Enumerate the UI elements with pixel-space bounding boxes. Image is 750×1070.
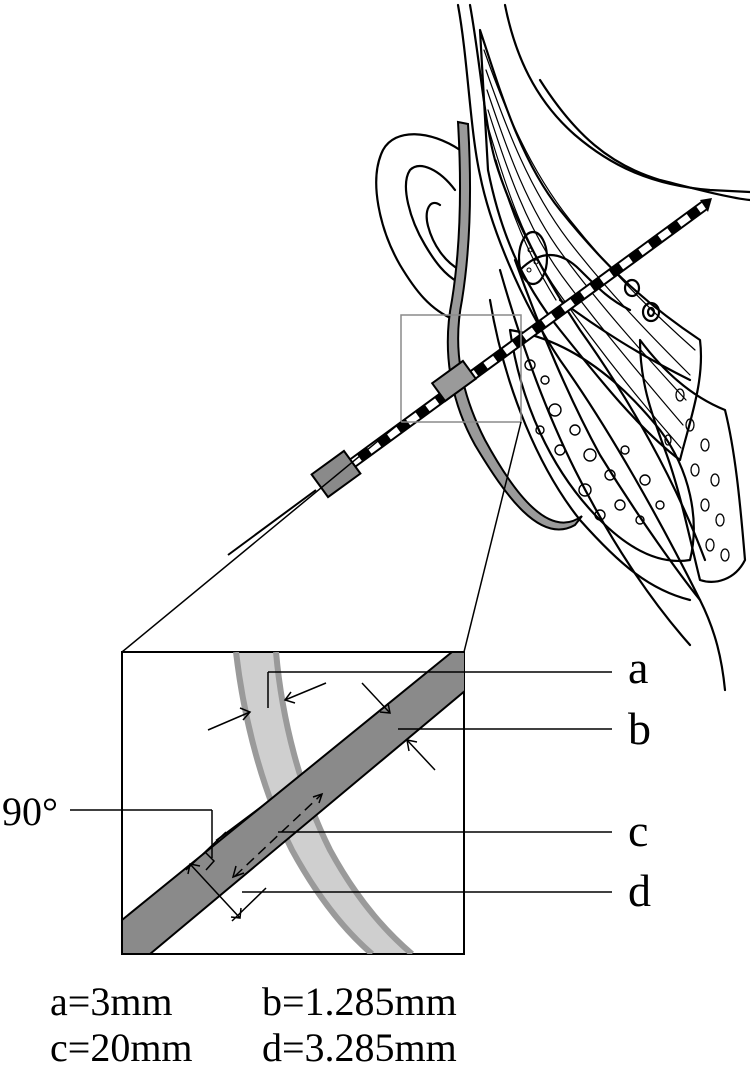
probe-collar — [430, 359, 478, 403]
contour-low — [518, 254, 632, 312]
canal-lower-curve — [488, 298, 692, 602]
label-c: c — [628, 805, 649, 856]
measurement-b: b=1.285mm — [262, 979, 457, 1024]
auricle — [375, 133, 462, 322]
detail-box — [70, 651, 612, 955]
auricle-helix — [425, 201, 462, 272]
vessel-2 — [641, 301, 661, 323]
bone-right — [638, 338, 747, 583]
bone-right-cells — [664, 388, 730, 562]
vessel-3 — [646, 306, 656, 318]
measurement-d: d=3.285mm — [262, 1025, 457, 1070]
label-d: d — [628, 865, 651, 916]
skin-contour — [456, 3, 727, 692]
zoom-source-box — [400, 314, 522, 423]
head-outline — [503, 3, 750, 194]
dimension-marks — [185, 682, 436, 922]
contour-mid — [558, 298, 692, 382]
vessel-1 — [623, 278, 641, 298]
bone-region — [508, 328, 695, 562]
muscle-bundle — [478, 28, 703, 462]
anatomy-illustration — [375, 3, 750, 692]
label-angle: 90° — [2, 789, 58, 834]
ossicle-dots — [526, 247, 539, 273]
probe — [227, 198, 712, 556]
measurement-a: a=3mm — [50, 979, 173, 1024]
auricle-inner — [404, 164, 460, 284]
muscle-striations — [483, 49, 696, 449]
head-outline-2 — [538, 78, 750, 202]
detail-probe-band — [122, 652, 464, 954]
label-b: b — [628, 703, 651, 754]
bone-cells — [524, 359, 665, 525]
leader-lines — [70, 671, 612, 893]
canal-sheath — [446, 120, 583, 531]
zoom-connector-left — [121, 421, 402, 653]
zoom-connector-right — [463, 421, 522, 653]
label-a: a — [628, 642, 649, 693]
measurement-c: c=20mm — [50, 1025, 193, 1070]
ossicle — [517, 230, 549, 286]
